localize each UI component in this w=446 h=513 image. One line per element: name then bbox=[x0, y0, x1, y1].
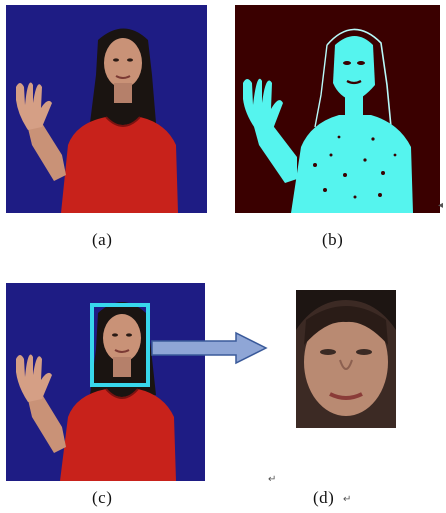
return-mark: ↵ bbox=[268, 474, 277, 485]
cropped-face bbox=[296, 290, 396, 428]
segmentation-mask bbox=[235, 5, 440, 213]
edge-mark: ◂ bbox=[438, 200, 444, 211]
caption-d: (d) bbox=[313, 488, 335, 507]
caption-b: (b) bbox=[322, 230, 344, 249]
arrow-icon bbox=[151, 331, 268, 365]
caption-a: (a) bbox=[92, 230, 113, 249]
caption-c: (c) bbox=[92, 488, 113, 507]
return-mark-d: ↵ bbox=[343, 494, 352, 505]
photo-original bbox=[6, 5, 207, 213]
face-bounding-box bbox=[90, 303, 150, 387]
photo-face-detected bbox=[6, 283, 205, 481]
